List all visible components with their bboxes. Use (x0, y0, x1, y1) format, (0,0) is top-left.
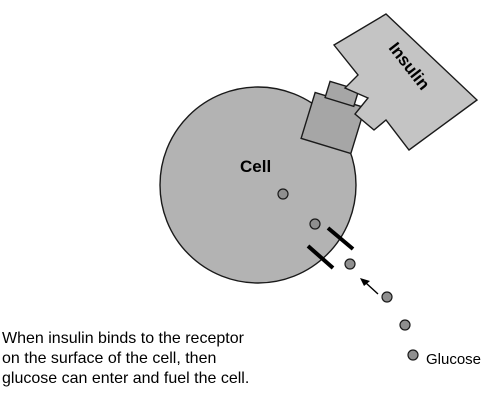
glucose-molecule (344, 258, 356, 270)
caption-line-3: glucose can enter and fuel the cell. (2, 370, 250, 387)
glucose-molecule (381, 291, 393, 303)
glucose-molecules (277, 188, 419, 361)
glucose-molecule (407, 349, 419, 361)
caption: When insulin binds to the receptor on th… (2, 329, 342, 389)
entry-arrow-head (360, 278, 370, 286)
caption-line-1: When insulin binds to the receptor (2, 330, 244, 347)
insulin-molecule (332, 13, 479, 151)
entry-arrow-shaft (365, 282, 379, 295)
channel-bar-lower (306, 244, 335, 270)
glucose-molecule (277, 188, 289, 200)
cell-label: Cell (240, 157, 271, 176)
channel-bar-upper (326, 226, 355, 251)
caption-line-2: on the surface of the cell, then (2, 350, 217, 367)
glucose-molecule (309, 218, 321, 230)
glucose-molecule (399, 319, 411, 331)
glucose-label: Glucose (426, 351, 481, 368)
receptor (300, 80, 366, 155)
